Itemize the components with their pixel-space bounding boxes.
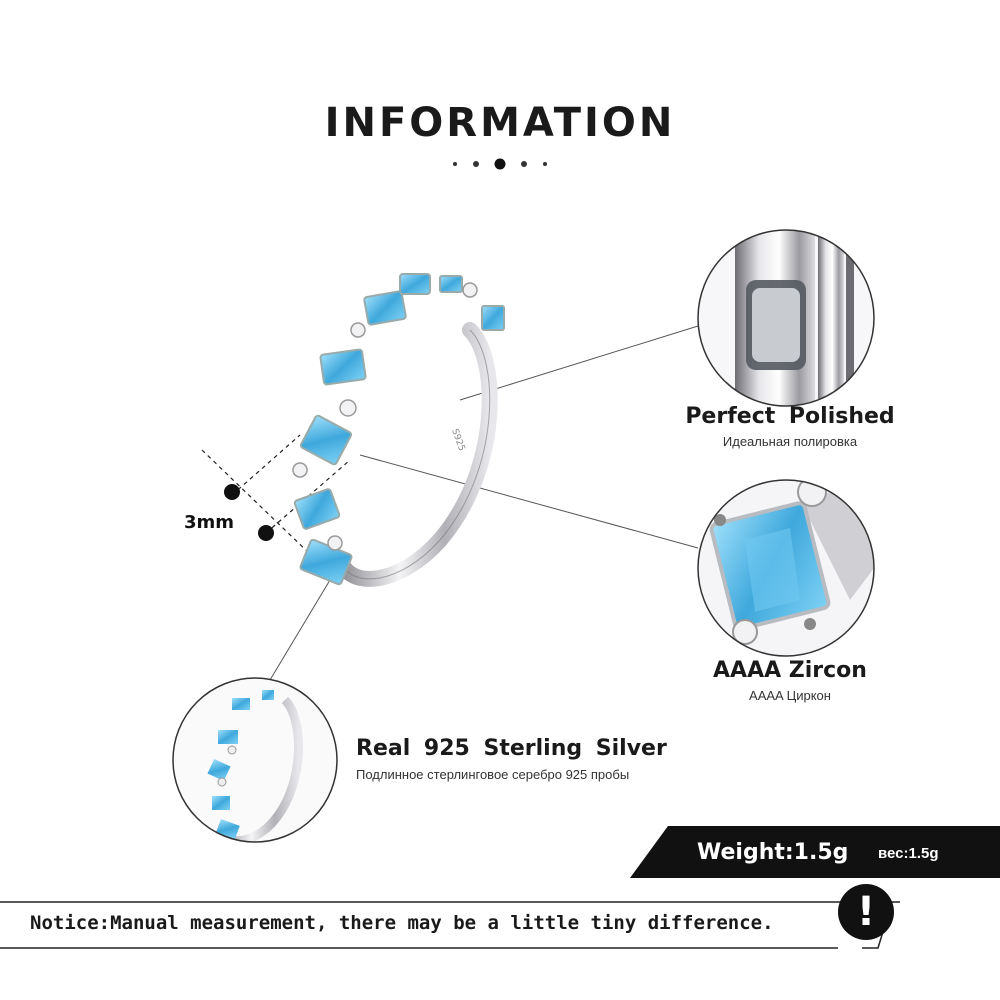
dimension-label: 3mm: [184, 512, 235, 533]
ring-stamp: S925: [449, 428, 466, 453]
polished-detail-image: [697, 229, 875, 407]
page-title: INFORMATION: [324, 100, 676, 146]
dimension-dot-top: [224, 484, 240, 500]
notice-text: Notice:Manual measurement, there may be …: [30, 912, 774, 934]
weight-label-ru: вес:1.5g: [878, 845, 939, 862]
callout-line-zircon: [359, 454, 699, 549]
dimension-line-bottom: [265, 459, 351, 534]
callout-line-polished: [459, 325, 699, 401]
feature-polished-title: Perfect Polished: [685, 404, 895, 429]
weight-label: Weight:1.5g: [697, 840, 849, 865]
weight-banner-shape: [630, 826, 1000, 878]
decorative-dots: [453, 158, 547, 170]
silver-detail-image: [172, 677, 338, 843]
dimension-dot-bottom: [258, 525, 274, 541]
feature-zircon-title: AAAA Zircon: [713, 658, 867, 683]
feature-polished-subtitle: Идеальная полировка: [722, 434, 858, 449]
zircon-detail-image: [697, 479, 875, 657]
feature-silver-title: Real 925 Sterling Silver: [356, 736, 667, 761]
feature-silver-subtitle: Подлинное стерлинговое серебро 925 пробы: [356, 767, 630, 782]
dimension-line-top: [201, 449, 313, 557]
callout-line-silver: [269, 579, 331, 681]
exclamation-icon: !: [838, 884, 894, 940]
ring-stones: [292, 273, 505, 586]
feature-zircon-subtitle: AAAA Циркон: [749, 688, 831, 703]
